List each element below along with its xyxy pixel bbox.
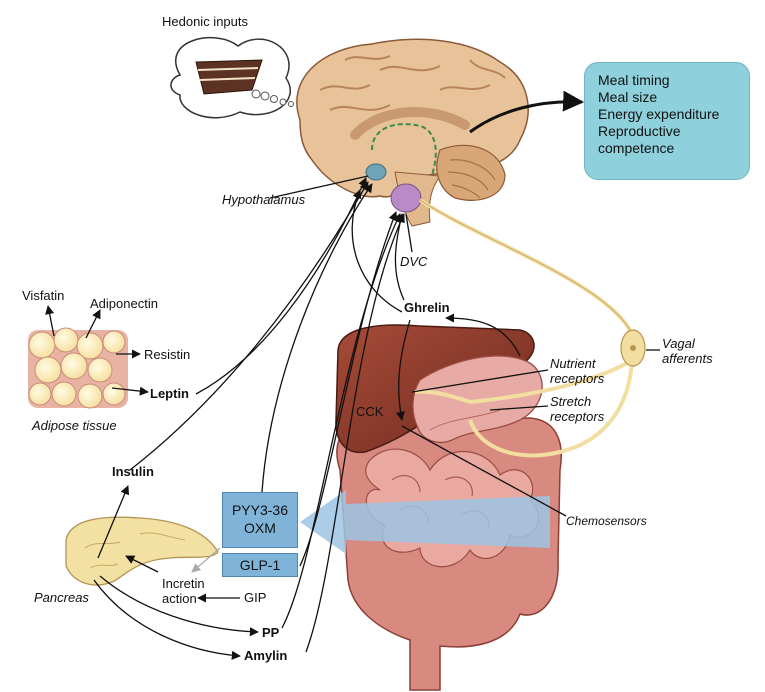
hedonic-thought-bubble bbox=[170, 36, 294, 119]
stretch-receptors-label: Stretch receptors bbox=[550, 394, 605, 424]
adipokine-arrows bbox=[45, 305, 149, 396]
central-outputs-box: Meal timing Meal size Energy expenditure… bbox=[584, 62, 750, 180]
pp-label: PP bbox=[262, 625, 280, 640]
pyy-oxm-box: PYY3-36 OXM bbox=[222, 492, 298, 548]
hedonic-inputs-label: Hedonic inputs bbox=[162, 14, 248, 29]
vagal-nerve-outline bbox=[419, 199, 631, 331]
gip-label: GIP bbox=[244, 590, 267, 605]
incretin-action-label: Incretin action bbox=[162, 576, 205, 606]
adipose-tissue-illustration bbox=[28, 327, 128, 409]
resistin-label: Resistin bbox=[144, 347, 191, 362]
leptin-label: Leptin bbox=[150, 386, 189, 401]
glp1-box: GLP-1 bbox=[222, 553, 298, 577]
brain-output-arrow bbox=[469, 90, 585, 134]
hypothalamus-label: Hypothalamus bbox=[222, 192, 306, 207]
pancreas-label: Pancreas bbox=[34, 590, 89, 605]
ganglion-nucleus bbox=[630, 345, 636, 351]
output-reproductive: Reproductive bbox=[598, 123, 681, 139]
dvc-label: DVC bbox=[400, 254, 428, 269]
pyy-label: PYY3-36 bbox=[231, 502, 289, 518]
nutrient-receptors-label: Nutrient receptors bbox=[550, 356, 605, 386]
intestinal-signal-arrow bbox=[300, 490, 550, 554]
visfatin-label: Visfatin bbox=[22, 288, 65, 303]
chemosensors-label: Chemosensors bbox=[566, 514, 647, 528]
amylin-label: Amylin bbox=[244, 648, 288, 663]
glp1-to-incretin-arrow bbox=[191, 547, 221, 573]
output-meal-timing: Meal timing bbox=[598, 72, 670, 88]
vagal-afferents-label: Vagal afferents bbox=[662, 336, 713, 366]
pancreas-illustration bbox=[65, 516, 219, 586]
output-competence: competence bbox=[598, 140, 675, 156]
glp1-label: GLP-1 bbox=[239, 557, 281, 573]
ghrelin-label: Ghrelin bbox=[404, 300, 450, 315]
brain-illustration bbox=[296, 38, 529, 227]
digestive-organs bbox=[335, 324, 562, 691]
pancreas-texture bbox=[84, 532, 186, 569]
oxm-label: OXM bbox=[244, 520, 276, 536]
adipose-tissue-label: Adipose tissue bbox=[32, 418, 117, 433]
output-energy-expenditure: Energy expenditure bbox=[598, 106, 720, 122]
insulin-label: Insulin bbox=[112, 464, 154, 479]
adiponectin-label: Adiponectin bbox=[90, 296, 158, 311]
output-meal-size: Meal size bbox=[598, 89, 658, 105]
cck-label: CCK bbox=[356, 404, 384, 419]
hormone-signal-arrows bbox=[93, 175, 660, 660]
